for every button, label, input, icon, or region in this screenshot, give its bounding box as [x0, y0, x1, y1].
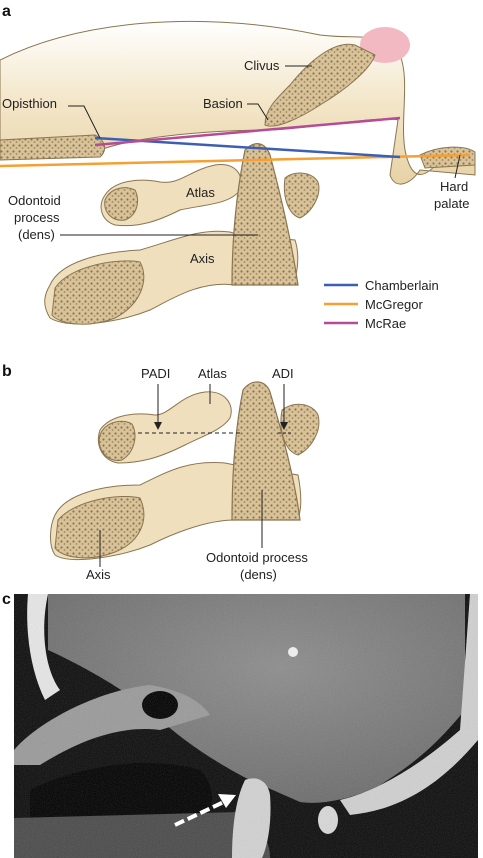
panel-c: c — [2, 591, 478, 858]
panel-a: a Clivus Opisthion Basion Odontoid proce… — [0, 3, 476, 331]
label-clivus: Clivus — [244, 58, 280, 73]
label-atlas: Atlas — [186, 185, 215, 200]
label-odontoid-2: process — [14, 210, 60, 225]
label-odontoid-1: Odontoid — [8, 193, 61, 208]
ct-noise — [14, 594, 478, 858]
ct-image — [14, 594, 478, 858]
adi-arrowhead — [280, 422, 288, 430]
axis-spinous-process — [51, 260, 145, 325]
panel-a-letter: a — [2, 3, 11, 20]
legend: Chamberlain McGregor McRae — [324, 278, 439, 331]
dens-bone-b — [231, 381, 301, 521]
label-atlas-b: Atlas — [198, 366, 227, 381]
label-adi: ADI — [272, 366, 294, 381]
label-hard-palate-2: palate — [434, 196, 469, 211]
label-padi: PADI — [141, 366, 170, 381]
leader-hard-palate — [454, 154, 461, 179]
occipital-edge — [0, 134, 106, 161]
panel-b-letter: b — [2, 363, 12, 380]
ct-arrow — [174, 794, 236, 827]
label-hard-palate-1: Hard — [440, 179, 468, 194]
axis-spinous-process-b — [54, 495, 145, 559]
label-axis: Axis — [190, 251, 215, 266]
label-axis-b: Axis — [86, 567, 111, 582]
clivus-bone — [264, 43, 376, 127]
mcrae-line — [94, 116, 401, 147]
atlas-anterior-arch — [283, 172, 320, 219]
hard-palate-bone — [419, 146, 476, 169]
legend-label-chamberlain: Chamberlain — [365, 278, 439, 293]
label-odontoid-3: (dens) — [18, 227, 55, 242]
panel-c-letter: c — [2, 591, 11, 608]
label-basion: Basion — [203, 96, 243, 111]
legend-label-mcgregor: McGregor — [365, 297, 423, 312]
dens-bone — [231, 143, 299, 286]
label-odontoid-b-2: (dens) — [240, 567, 277, 582]
leader-opisthion — [68, 105, 101, 139]
leader-basion — [247, 103, 269, 121]
atlas-posterior-arch-b — [98, 420, 136, 461]
legend-label-mcrae: McRae — [365, 316, 406, 331]
padi-arrowhead — [154, 422, 162, 430]
atlas-anterior-arch-b — [280, 403, 320, 456]
label-odontoid-b-1: Odontoid process — [206, 550, 308, 565]
atlas-posterior-arch — [104, 187, 138, 221]
panel-b: b PADI Atlas ADI Axis Odontoid process (… — [2, 363, 320, 582]
label-opisthion: Opisthion — [2, 96, 57, 111]
